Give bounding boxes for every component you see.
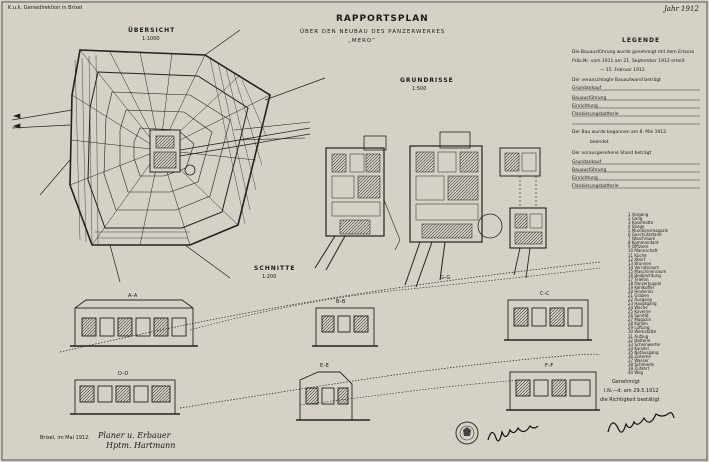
section-label-c: C–C [540,291,550,297]
legend-item: 14 Vorratsraum [628,264,660,270]
approval-note: Genehmigt [612,379,640,385]
header-left: K.u.k. Geniedirektion in Brixel [8,5,83,11]
report-line: Einrichtung [572,176,598,181]
floor-plans-scale: 1:500 [412,86,427,92]
legend-item: 23 Hauptgang [628,301,657,307]
legend-item: 27 Magazin [628,317,651,323]
report-line: Einrichtung [572,104,598,109]
legend-item: 12 Abort [628,256,646,262]
report-line: Präs.Nr. vom 1911 am 21. September 1912 … [572,59,685,64]
site-plan [11,29,326,283]
floor-plan-middle [404,131,503,288]
report-rules [572,89,700,189]
section-label-d: D–D [118,371,129,377]
report-line: beendet [590,140,609,145]
legend-item: 39 Zufahrt [628,365,650,371]
section-drawings [59,261,601,421]
legend-item: 10 Mannschaft [628,248,658,254]
legend-item: 7 Waschraum [628,236,656,242]
report-line: Grundankauf [572,160,602,165]
section-d [70,379,180,415]
legend-item: 19 Kehlkoffer [628,284,655,290]
report-line: Bauausführung [572,168,607,173]
legend-item: 28 Kohlen [628,321,648,327]
legend-item: 29 Lüftung [628,325,650,331]
legend-item: 16 Beobachtung [628,272,661,278]
section-f [506,371,600,411]
legend-item: 9 Offiziere [628,244,649,250]
report-line: Der vorausgesehene Stand beträgt [572,151,652,156]
legend-item: 33 Scheinwerfer [628,341,661,347]
floor-plans [314,131,547,288]
legend-item: 25 Kaverne [628,309,651,315]
legend-item: 22 Ausgang [628,297,652,303]
legend-item: 32 Batterie [628,337,651,343]
report-line: Bauausführung [572,96,607,101]
legend-item: 37 Wasser [628,357,649,363]
subtitle-line-2: „MERO“ [348,38,376,44]
signature-marks [487,412,675,442]
section-label-e: E–E [320,363,329,369]
section-e [296,371,370,421]
section-b [312,307,378,347]
report-line: — 15. Februar 1912. [600,68,647,73]
floor-plan-left [314,135,401,271]
report-line: Flankierungsbatterie [572,112,619,117]
legend-item: 26 Sanität [628,313,649,319]
legend-title: LEGENDE [622,37,661,44]
legend-item: 18 Panzerkuppel [628,280,662,286]
page-title: RAPPORTSPLAN [336,14,429,24]
site-plan-scale: 1:1000 [142,36,160,42]
floor-plan-right [499,147,547,279]
floor-plans-label: GRUNDRISSE [400,77,454,84]
legend-item: 21 Graben [628,293,650,298]
report-line: Der veranschlagte Bauaufwand beträgt [572,78,661,83]
legend-item: 40 Weg [628,369,644,375]
report-line: Grundankauf [572,86,602,91]
section-label-g: G–G [440,275,451,281]
header-right: Jahr 1912 [664,5,699,13]
approval-date: I.N.—d. am 29.5.1912 [604,388,659,394]
legend-item: 34 Kanzlei [628,345,649,351]
report-line: Der Bau wurde begonnen am 8. Mai 1912. [572,130,668,135]
section-label-b: B–B [336,299,346,305]
legend-item: 36 Zisterne [628,353,651,359]
legend-item: 2 Gang [628,216,643,222]
seal-stamp [455,421,479,445]
report-line: Die Bauausführung wurde genehmigt mit de… [572,50,695,55]
section-a [70,299,198,347]
sections-label: SCHNITTE [254,265,296,272]
legend-item: 38 Schmiede [628,361,655,367]
legend-item: 1 Vorgang [628,212,649,217]
section-label-a: A–A [128,293,138,299]
legend-item: 5 Munitionsmagazin [628,228,669,234]
legend-item: 6 Geschützstand [628,232,662,238]
legend-item: 30 Werkstätte [628,329,657,335]
legend-item: 31 Aufzug [628,333,649,339]
approval-confirm: die Richtigkeit bestätigt [600,397,660,403]
site-plan-label: ÜBERSICHT [128,27,176,34]
planner-line-1: Planer u. Erbauer [98,431,171,440]
legend-item: 3 Kasematte [628,220,654,226]
date-place: Brixel, im Mai 1912. [40,435,90,441]
report-line: Flankierungsbatterie [572,184,619,189]
legend-item: 15 Maschinenraum [628,268,667,274]
planner-line-2: Hptm. Hartmann [106,441,176,450]
sections-scale: 1:200 [262,274,277,280]
section-c [504,299,592,341]
section-label-f: F–F [545,363,554,369]
legend-item: 24 Wache [628,305,648,311]
legend-item: 20 Hindernis [628,288,654,294]
subtitle-line-1: ÜBER DEN NEUBAU DES PANZERWERKES [300,29,446,35]
legend-item: 4 Stiege [628,224,645,230]
legend-item: 8 Kommandant [628,240,659,246]
legend-item: 13 Brunnen [628,260,652,266]
legend-item: 17 Telefon [628,276,649,282]
legend-item: 11 Küche [628,252,647,258]
legend-item: 35 Notausgang [628,349,659,355]
